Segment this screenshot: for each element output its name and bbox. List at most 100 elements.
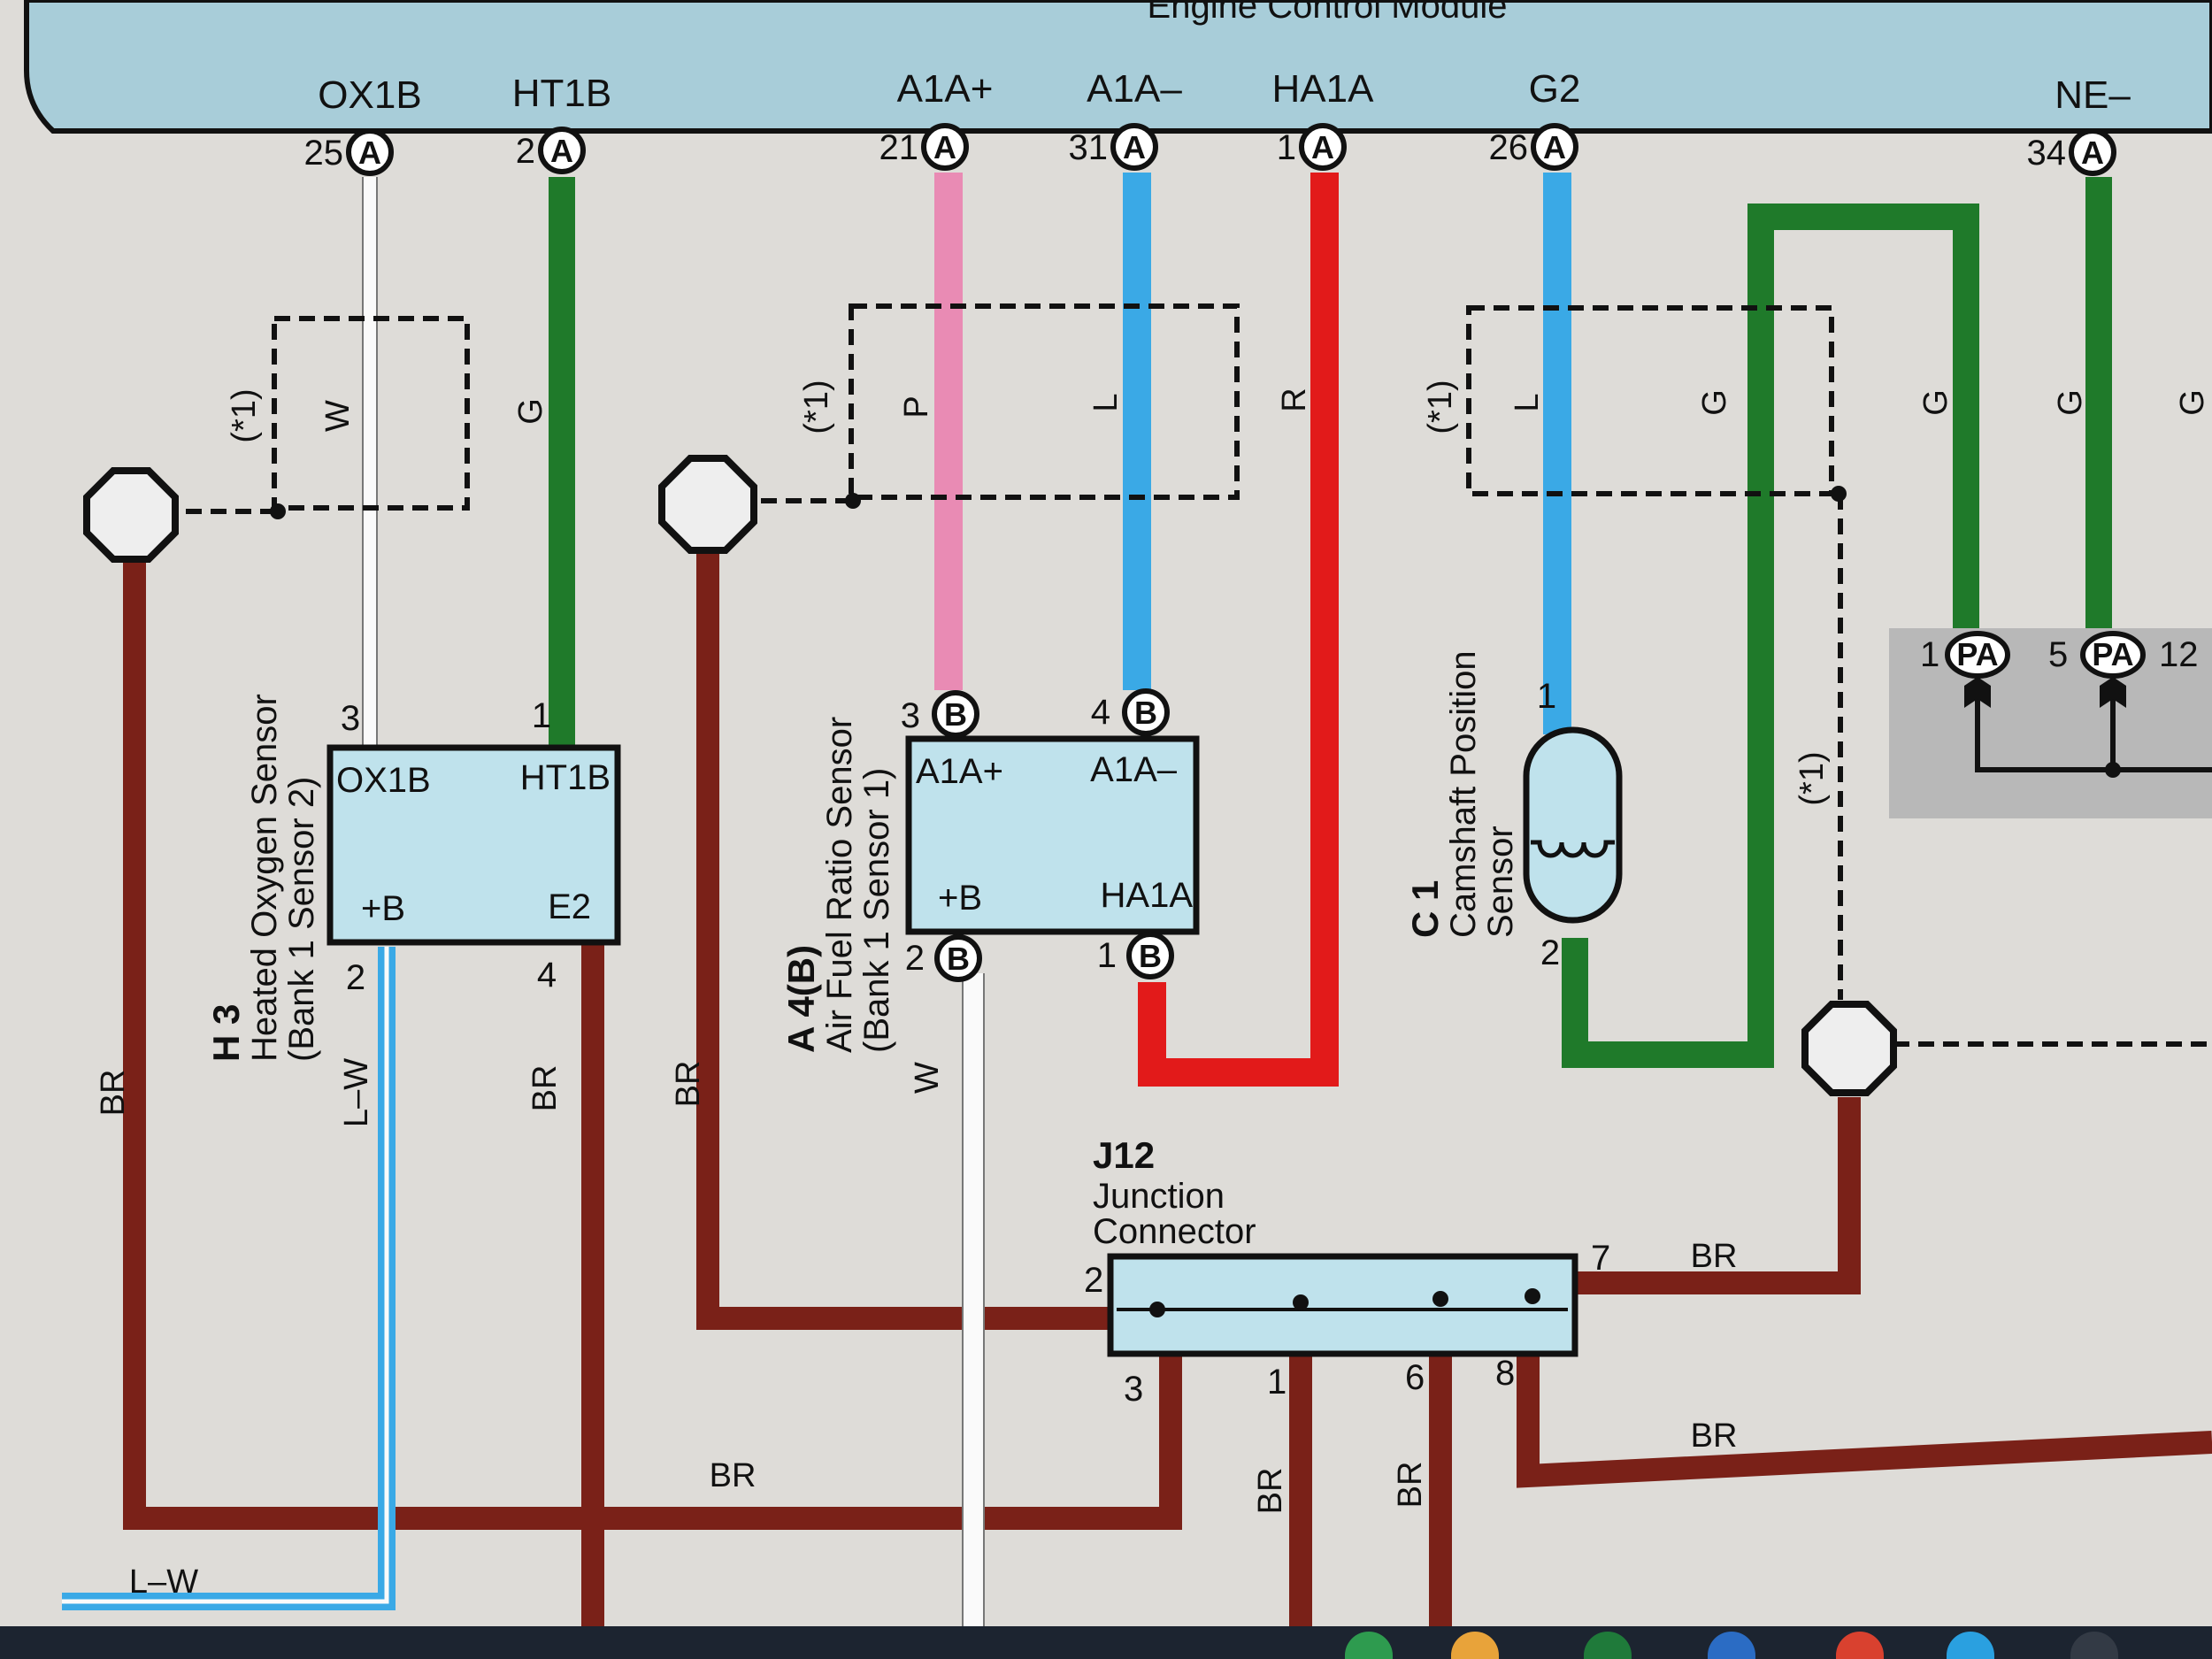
h3-pin-e2: E2 bbox=[548, 887, 591, 926]
h3-name: Heated Oxygen Sensor bbox=[245, 694, 284, 1062]
a4-pin-num: 4 bbox=[1091, 693, 1110, 732]
a4-pin-b: +B bbox=[938, 879, 982, 918]
ecm-pin-number: 1 bbox=[1277, 128, 1296, 167]
taskbar-app-icon[interactable] bbox=[1451, 1632, 1499, 1659]
a4-sensor-box bbox=[905, 735, 1200, 935]
wire-label-l: L bbox=[1509, 393, 1546, 411]
shield-c1 bbox=[1466, 305, 2212, 1047]
pa-conn-letter: PA bbox=[2092, 636, 2133, 672]
wire-label-br: BR bbox=[95, 1070, 132, 1117]
h3-pin-b: +B bbox=[361, 889, 405, 928]
j12-pin-num: 1 bbox=[1267, 1363, 1286, 1402]
a4-pin-ha1a: HA1A bbox=[1101, 876, 1194, 915]
wire-label-br: BR bbox=[1392, 1462, 1429, 1509]
a4-conn-letter: B bbox=[1134, 695, 1157, 731]
c1-pin-num: 1 bbox=[1537, 677, 1556, 716]
a4-subtitle: (Bank 1 Sensor 1) bbox=[857, 768, 896, 1053]
wire-j12-pin7-brown bbox=[1575, 1097, 1861, 1294]
shield-label-star1: (*1) bbox=[1422, 380, 1459, 434]
a4-pin-num: 1 bbox=[1097, 936, 1117, 975]
shield-a4 bbox=[761, 303, 1240, 503]
wire-label-br: BR bbox=[526, 1065, 564, 1112]
ecm-conn-letter: A bbox=[933, 129, 956, 165]
ecm-pin-g2: G2 bbox=[1529, 67, 1581, 111]
taskbar-app-icon[interactable] bbox=[1345, 1632, 1393, 1659]
a4-conn-letter: B bbox=[1139, 938, 1162, 974]
taskbar-app-icon[interactable] bbox=[1584, 1632, 1632, 1659]
j12-pin-num: 2 bbox=[1084, 1261, 1103, 1300]
j12-pin-num: 7 bbox=[1591, 1239, 1610, 1278]
c1-coil-icon bbox=[1531, 840, 1615, 858]
taskbar-app-icon[interactable] bbox=[1708, 1632, 1755, 1659]
ecm-pin-a1a-plus: A1A+ bbox=[897, 67, 994, 111]
ecm-conn-letter: A bbox=[358, 134, 381, 171]
shield-label-star1: (*1) bbox=[1793, 751, 1831, 805]
c1-pin-num: 2 bbox=[1540, 933, 1560, 972]
pa-pin-num: 1 bbox=[1920, 635, 1939, 674]
wire-label-g: G bbox=[1917, 389, 1955, 416]
h3-pin-ht1b: HT1B bbox=[520, 758, 611, 797]
wire-bottom-brown bbox=[832, 1354, 1182, 1530]
ecm-pin-number: 26 bbox=[1489, 128, 1529, 167]
h3-pin-num: 4 bbox=[537, 956, 557, 995]
ecm-pin-ht1b: HT1B bbox=[512, 72, 611, 115]
j12-connector bbox=[1107, 1253, 1578, 1357]
h3-pin-num: 3 bbox=[341, 699, 360, 738]
ecm-title: Engine Control Module bbox=[1148, 0, 1508, 26]
wire-label-w: W bbox=[909, 1062, 946, 1094]
pa-connector-area bbox=[1889, 628, 2212, 818]
j12-name: Junction bbox=[1093, 1177, 1225, 1216]
shield-label-star1: (*1) bbox=[798, 380, 835, 434]
wire-label-br: BR bbox=[710, 1457, 757, 1494]
ecm-conn-letter: A bbox=[1311, 129, 1334, 165]
j12-subtitle: Connector bbox=[1093, 1212, 1256, 1251]
pa-conn-letter: PA bbox=[1956, 636, 1998, 672]
wire-label-br: BR bbox=[1691, 1238, 1738, 1275]
c1-sensor-body bbox=[1523, 726, 1623, 924]
shield-ground-c1 bbox=[1801, 1001, 1897, 1096]
taskbar-app-icon[interactable] bbox=[1836, 1632, 1884, 1659]
wire-label-l: L bbox=[1087, 393, 1125, 411]
c1-code: C 1 bbox=[1404, 880, 1446, 938]
wire-label-br: BR bbox=[1691, 1417, 1738, 1455]
h3-pin-num: 2 bbox=[346, 958, 365, 997]
taskbar-app-icon[interactable] bbox=[2070, 1632, 2118, 1659]
h3-sensor-box bbox=[326, 744, 621, 946]
wire-label-p: P bbox=[898, 396, 935, 418]
a4-code: A 4(B) bbox=[780, 945, 822, 1053]
pa-pin-num: 12 bbox=[2159, 635, 2199, 674]
wire-label-r: R bbox=[1276, 388, 1313, 411]
ecm-pin-number: 34 bbox=[2027, 134, 2067, 173]
c1-name: Camshaft Position bbox=[1444, 650, 1483, 938]
wire-label-g: G bbox=[2174, 389, 2211, 416]
j12-pin-num: 6 bbox=[1405, 1358, 1425, 1397]
j12-pin-num: 3 bbox=[1124, 1370, 1143, 1409]
wire-label-lw: L–W bbox=[129, 1563, 198, 1601]
wire-cam-green-loop bbox=[1562, 204, 1979, 1068]
shield-ground-a4 bbox=[658, 455, 757, 554]
j12-code: J12 bbox=[1093, 1134, 1155, 1176]
c1-subtitle: Sensor bbox=[1481, 826, 1520, 938]
shield-h3 bbox=[186, 316, 470, 514]
ecm-pin-ne-minus: NE– bbox=[2055, 73, 2131, 117]
h3-pin-ox1b: OX1B bbox=[336, 761, 431, 800]
h3-code: H 3 bbox=[205, 1004, 247, 1062]
a4-pin-a1a-minus: A1A– bbox=[1090, 750, 1178, 789]
shield-label-star1: (*1) bbox=[226, 388, 263, 442]
a4-conn-letter: B bbox=[947, 941, 970, 977]
wire-label-w: W bbox=[319, 400, 357, 432]
ecm-pin-number: 31 bbox=[1069, 128, 1109, 167]
a4-pin-num: 2 bbox=[905, 939, 925, 978]
wire-j12-pin8-brown bbox=[1517, 1354, 2212, 1488]
a4-name: Air Fuel Ratio Sensor bbox=[820, 717, 859, 1053]
wire-label-g: G bbox=[2052, 389, 2089, 416]
ecm-pin-a1a-minus: A1A– bbox=[1087, 67, 1182, 111]
j12-pin-num: 8 bbox=[1495, 1354, 1515, 1393]
ecm-pin-ha1a: HA1A bbox=[1272, 67, 1375, 111]
taskbar-app-icon[interactable] bbox=[1947, 1632, 1994, 1659]
ecm-conn-letter: A bbox=[550, 133, 573, 169]
wire-label-lw: L–W bbox=[338, 1058, 375, 1127]
taskbar bbox=[0, 1626, 2212, 1659]
pa-pin-num: 5 bbox=[2048, 635, 2068, 674]
